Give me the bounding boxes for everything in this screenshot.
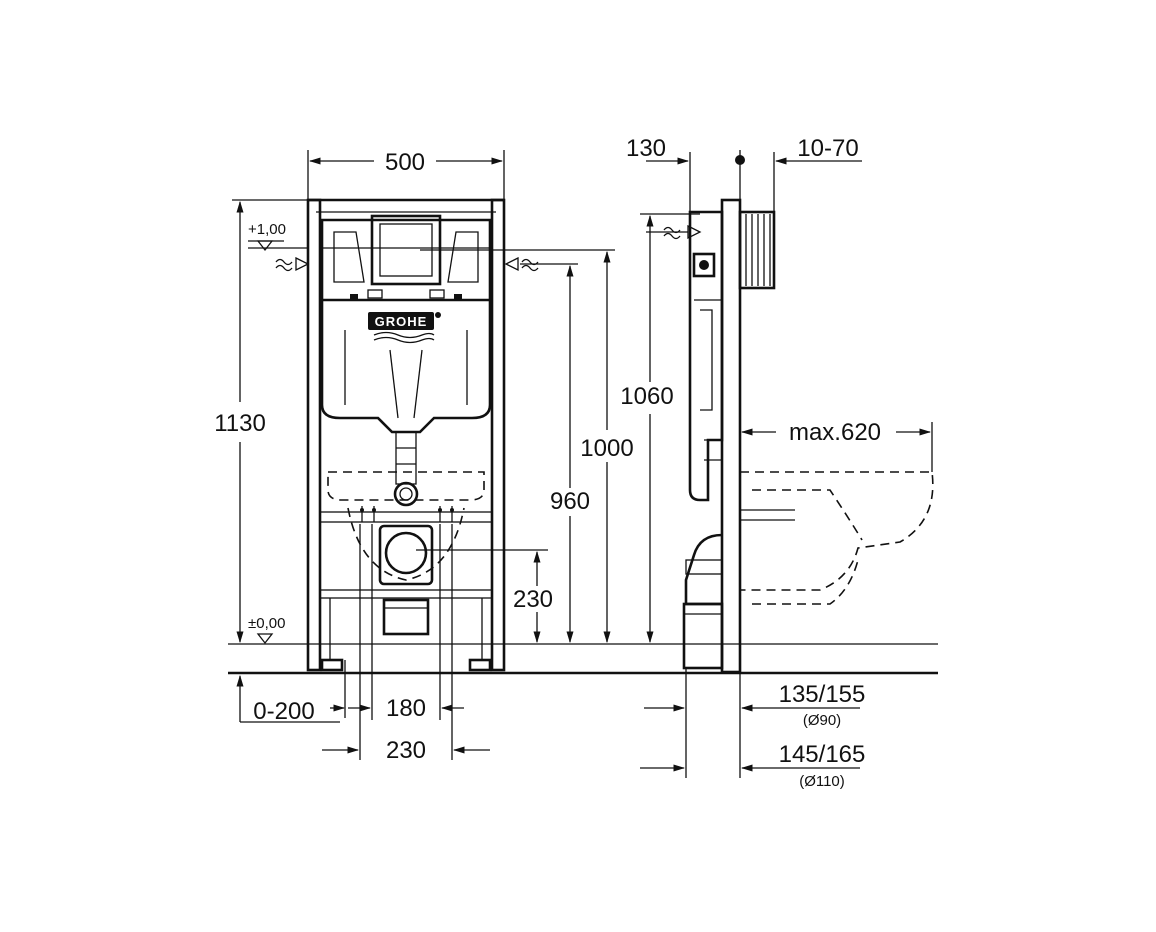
dim-1130-label: 1130 (214, 410, 266, 437)
side-frame-upright (720, 198, 742, 674)
frame-middle-rail (319, 511, 493, 523)
inlet-left-icon (295, 256, 310, 272)
grohe-logo (368, 312, 434, 330)
dim-1000-label: 1000 (580, 435, 633, 462)
dim-135-155-label: 135/155 (779, 681, 866, 708)
front-view: GROHE (214, 149, 660, 764)
dim-1060-label: 1060 (620, 383, 673, 410)
dim-145-165-label: 145/165 (779, 741, 866, 768)
frame-right-upright (490, 198, 506, 672)
drain-pipe-side (682, 602, 724, 670)
level-top-label: +1,00 (248, 221, 286, 238)
dim-180-label: 180 (386, 695, 426, 722)
drain-pipe (382, 598, 430, 636)
dim-0-200-label: 0-200 (253, 698, 314, 725)
dim-500-label: 500 (385, 149, 425, 176)
inlet-right-icon (504, 256, 519, 272)
dim-230-height-label: 230 (513, 586, 553, 613)
bowl-outline-front (327, 471, 485, 501)
dim-max-620-label: max.620 (789, 419, 881, 446)
flush-pipe (395, 431, 417, 485)
flush-pipe-outlet (393, 481, 419, 507)
dim-230-width-label: 230 (386, 737, 426, 764)
frame-lower-rail (319, 589, 493, 599)
dim-10-70-label: 10-70 (797, 135, 858, 162)
drain-bend (684, 533, 723, 606)
side-view: 1060 130 10-70 max.620 135/155 (Ø90) 145… (620, 135, 938, 790)
dim-130-label: 130 (626, 135, 666, 162)
valve-icon (692, 252, 716, 278)
dim-135-155-sublabel: (Ø90) (803, 712, 841, 729)
drain-connector (378, 524, 434, 586)
left-foot (320, 658, 344, 672)
right-foot (468, 658, 492, 672)
level-zero-label: ±0,00 (248, 615, 285, 632)
flush-plate-profile (738, 210, 776, 290)
level-zero-icon (256, 633, 274, 645)
frame-left-upright (306, 198, 322, 672)
logo-text: GROHE (375, 314, 428, 329)
dim-145-165-sublabel: (Ø110) (799, 773, 845, 790)
dim-960-label: 960 (550, 488, 590, 515)
bowl-outline-side (740, 471, 934, 591)
